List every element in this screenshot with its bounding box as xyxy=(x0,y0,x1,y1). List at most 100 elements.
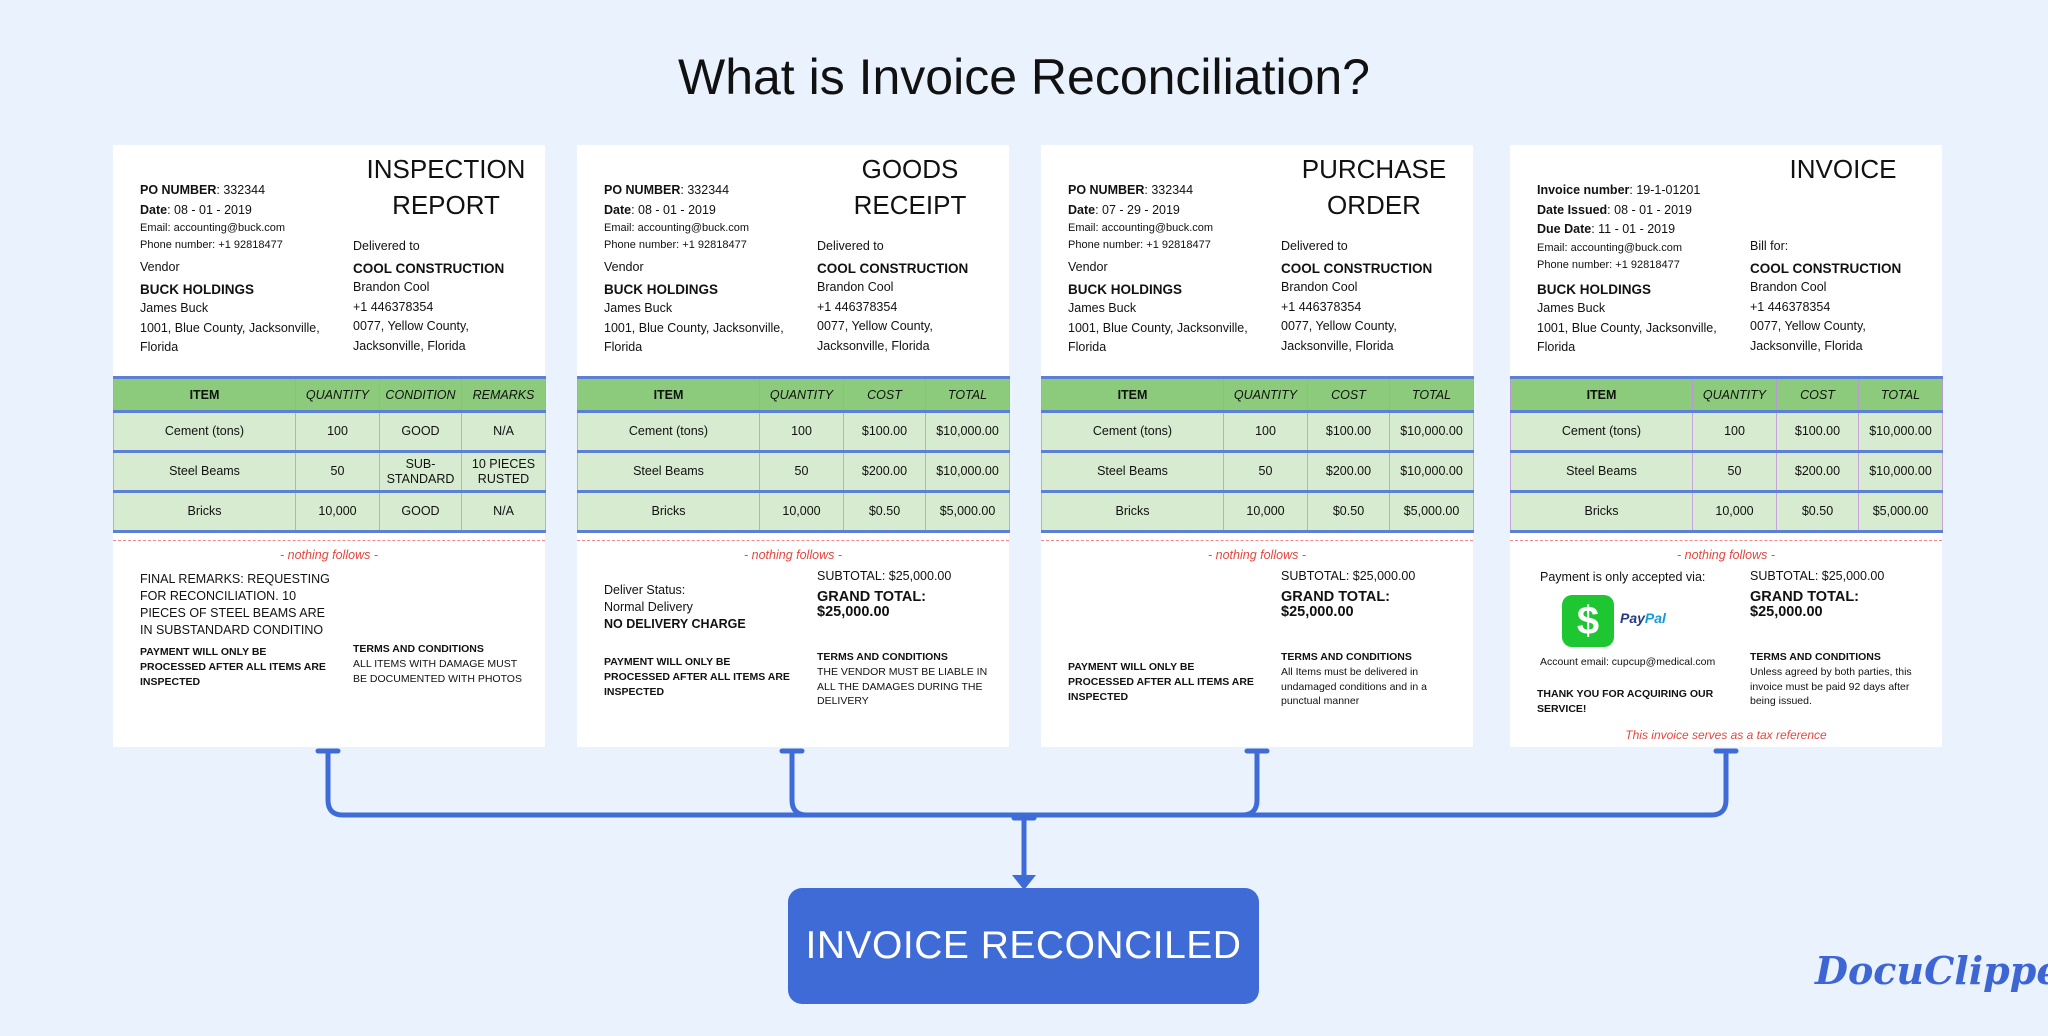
vendor-address-1: 1001, Blue County, Jacksonville, xyxy=(140,320,320,335)
table-cell: GOOD xyxy=(379,491,462,533)
email: Email: accounting@buck.com xyxy=(140,222,286,234)
phone: Phone number: +1 92818477 xyxy=(1068,239,1211,251)
phone-2: +1 446378354 xyxy=(1750,299,1831,314)
column-header: QUANTITY xyxy=(1692,376,1777,413)
vendor-label: Vendor xyxy=(1068,260,1108,274)
footer-right: TERMS AND CONDITIONS ALL ITEMS WITH DAMA… xyxy=(353,642,533,686)
date: Date: 08 - 01 - 2019 xyxy=(140,202,252,217)
footer-right: SUBTOTAL: $25,000.00 GRAND TOTAL: $25,00… xyxy=(817,569,997,709)
payment-note: PAYMENT WILL ONLY BE PROCESSED AFTER ALL… xyxy=(1068,661,1254,703)
date-issued: Date Issued: 08 - 01 - 2019 xyxy=(1537,202,1692,217)
table-cell: Cement (tons) xyxy=(1041,411,1224,453)
deliver-status-value: Normal Delivery xyxy=(604,600,693,614)
table-cell: Bricks xyxy=(1041,491,1224,533)
column-header: ITEM xyxy=(577,376,760,413)
nothing-follows-note: - nothing follows - xyxy=(1677,548,1775,562)
header-right: Bill for: COOL CONSTRUCTION Brandon Cool… xyxy=(1750,237,1930,356)
phone-2: +1 446378354 xyxy=(817,299,898,314)
column-header: TOTAL xyxy=(1858,376,1943,413)
connector-line-purchase-order xyxy=(1239,749,1260,818)
vendor-contact: James Buck xyxy=(604,301,673,315)
vendor-name: BUCK HOLDINGS xyxy=(1068,281,1182,297)
column-header: ITEM xyxy=(1510,376,1693,413)
address-1: 0077, Yellow County, xyxy=(1750,319,1866,333)
header-left: PO NUMBER: 332344 Date: 08 - 01 - 2019 E… xyxy=(604,181,804,358)
table-cell: $10,000.00 xyxy=(1858,411,1943,453)
table-cell: $0.50 xyxy=(1307,491,1390,533)
divider xyxy=(113,540,545,541)
terms-header: TERMS AND CONDITIONS xyxy=(353,643,484,655)
table-cell: Cement (tons) xyxy=(577,411,760,453)
table-row: Cement (tons) 100 GOOD N/A xyxy=(113,411,546,453)
table-row: Cement (tons) 100 $100.00 $10,000.00 xyxy=(1510,411,1943,453)
document-title: INVOICE xyxy=(1758,151,1928,187)
header-right: Delivered to COOL CONSTRUCTION Brandon C… xyxy=(353,237,533,356)
table-cell: N/A xyxy=(461,491,546,533)
vendor-address-2: Florida xyxy=(1537,340,1576,354)
divider xyxy=(1510,540,1942,541)
table-cell: GOOD xyxy=(379,411,462,453)
vendor-name: BUCK HOLDINGS xyxy=(1537,281,1651,297)
connector-line-inspection xyxy=(325,749,1012,818)
vendor-label: Vendor xyxy=(140,260,180,274)
cash-app-icon: $ xyxy=(1562,595,1614,647)
footer-right: SUBTOTAL: $25,000.00 GRAND TOTAL: $25,00… xyxy=(1281,569,1461,709)
final-remarks: FINAL REMARKS: REQUESTING FOR RECONCILIA… xyxy=(140,572,330,637)
goods-receipt-document: GOODS RECEIPT PO NUMBER: 332344 Date: 08… xyxy=(577,145,1010,747)
phone-2: +1 446378354 xyxy=(353,299,434,314)
footer-left: Deliver Status: Normal Delivery NO DELIV… xyxy=(604,582,794,700)
table-cell: $10,000.00 xyxy=(925,411,1010,453)
vendor-address-1: 1001, Blue County, Jacksonville, xyxy=(604,320,784,335)
table-row: Cement (tons) 100 $100.00 $10,000.00 xyxy=(1041,411,1474,453)
vendor-name: BUCK HOLDINGS xyxy=(604,281,718,297)
footer-left: PAYMENT WILL ONLY BE PROCESSED AFTER ALL… xyxy=(1068,660,1258,705)
purchase-order-document: PURCHASE ORDER PO NUMBER: 332344 Date: 0… xyxy=(1041,145,1474,747)
footer-left: FINAL REMARKS: REQUESTING FOR RECONCILIA… xyxy=(140,571,330,690)
po-number: PO NUMBER: 332344 xyxy=(1068,183,1194,197)
connector-line-goods-receipt xyxy=(789,749,810,818)
table-cell: $100.00 xyxy=(1776,411,1859,453)
subtotal: SUBTOTAL: $25,000.00 xyxy=(1281,569,1416,583)
table-header-row: ITEM QUANTITY CONDITION REMARKS xyxy=(113,376,546,413)
company-name: COOL CONSTRUCTION xyxy=(817,260,969,276)
delivery-charge: NO DELIVERY CHARGE xyxy=(604,617,746,631)
table-row: Cement (tons) 100 $100.00 $10,000.00 xyxy=(577,411,1010,453)
address-2: Jacksonville, Florida xyxy=(353,338,466,353)
nothing-follows-note: - nothing follows - xyxy=(280,548,378,562)
bill-for-label: Bill for: xyxy=(1750,239,1789,253)
table-cell: 100 xyxy=(295,411,380,453)
column-header: QUANTITY xyxy=(759,376,844,413)
column-header: TOTAL xyxy=(925,376,1010,413)
table-cell: Steel Beams xyxy=(577,451,760,493)
connector-line-invoice xyxy=(1006,749,1729,818)
table-cell: N/A xyxy=(461,411,546,453)
table-cell: 100 xyxy=(1692,411,1777,453)
document-title: GOODS RECEIPT xyxy=(825,151,995,223)
vendor-address-2: Florida xyxy=(1068,340,1107,354)
table-cell: $5,000.00 xyxy=(1858,491,1943,533)
payment-note: PAYMENT WILL ONLY BE PROCESSED AFTER ALL… xyxy=(604,656,790,698)
table-row: Bricks 10,000 $0.50 $5,000.00 xyxy=(1041,491,1474,533)
vendor-contact: James Buck xyxy=(140,301,209,315)
subtotal: SUBTOTAL: $25,000.00 xyxy=(817,569,952,583)
phone: Phone number: +1 92818477 xyxy=(1537,258,1680,271)
table-cell: Steel Beams xyxy=(1041,451,1224,493)
table-row: Steel Beams 50 $200.00 $10,000.00 xyxy=(577,451,1010,493)
contact: Brandon Cool xyxy=(1281,280,1358,294)
email: Email: accounting@buck.com xyxy=(1068,222,1214,234)
title-line-2: RECEIPT xyxy=(853,190,967,220)
table-cell: Bricks xyxy=(577,491,760,533)
vendor-contact: James Buck xyxy=(1537,301,1606,315)
column-header: REMARKS xyxy=(461,376,546,413)
footer-left: Payment is only accepted via: xyxy=(1540,569,1730,586)
table-cell: SUB-STANDARD xyxy=(379,451,462,493)
contact: Brandon Cool xyxy=(353,280,430,294)
table-cell: $10,000.00 xyxy=(1858,451,1943,493)
nothing-follows-note: - nothing follows - xyxy=(1208,548,1306,562)
table-cell: 50 xyxy=(295,451,380,493)
table-cell: $5,000.00 xyxy=(1389,491,1474,533)
address-1: 0077, Yellow County, xyxy=(1281,319,1397,333)
table-cell: 10,000 xyxy=(759,491,844,533)
grand-total: GRAND TOTAL: $25,000.00 xyxy=(1750,589,1860,620)
table-row: Steel Beams 50 $200.00 $10,000.00 xyxy=(1041,451,1474,493)
